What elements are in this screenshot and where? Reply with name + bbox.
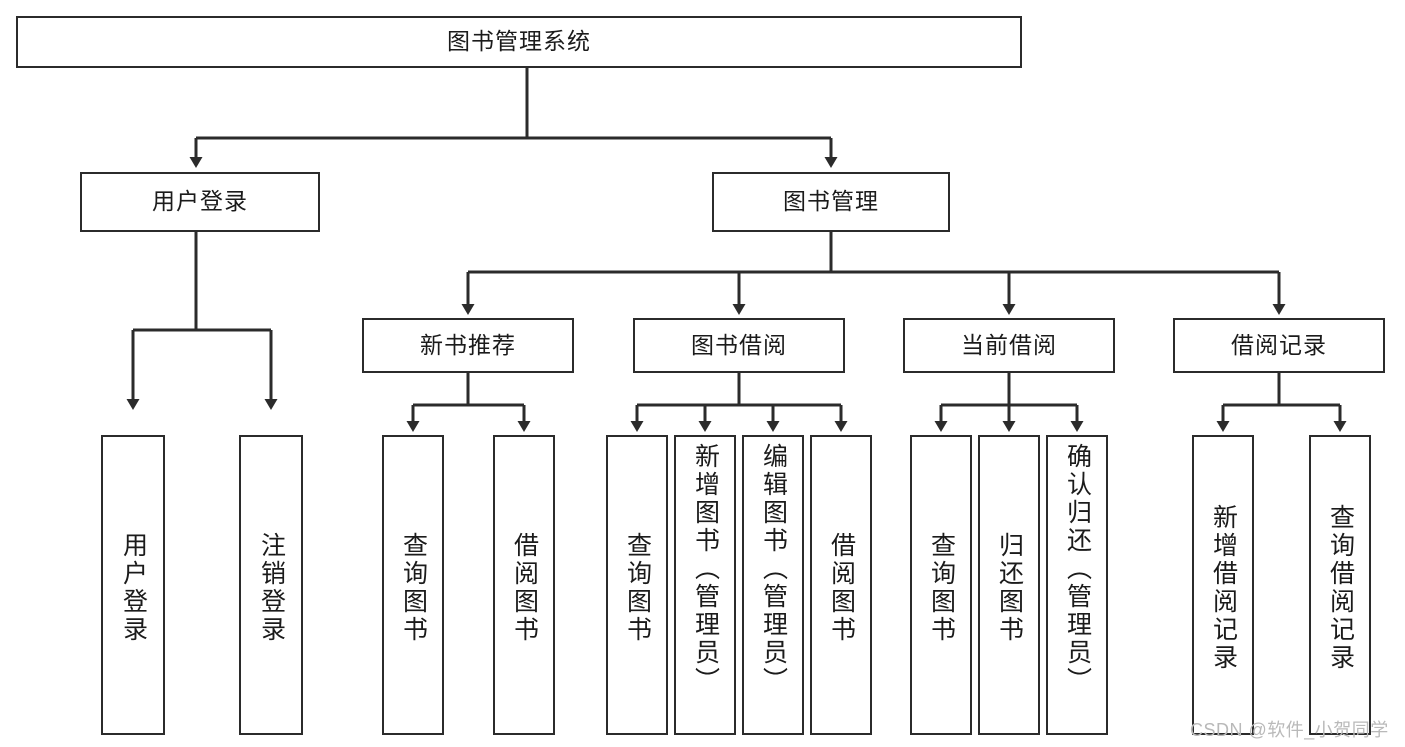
node-new-book-recommend[interactable]: 新书推荐 xyxy=(362,318,574,373)
node-leaf-add-borrow-record-label: 新增借阅记录 xyxy=(1209,504,1238,672)
node-leaf-query-borrow-record-label: 查询借阅记录 xyxy=(1326,504,1355,672)
node-root-book-management-system[interactable]: 图书管理系统 xyxy=(16,16,1022,68)
node-leaf-add-book-admin-label: 新增图书（管理员） xyxy=(691,443,720,695)
node-leaf-add-borrow-record[interactable]: 新增借阅记录 xyxy=(1192,435,1254,735)
node-book-management-label: 图书管理 xyxy=(783,188,879,215)
node-leaf-borrow-book-label: 借阅图书 xyxy=(827,532,856,644)
node-leaf-query-book-borrow[interactable]: 查询图书 xyxy=(606,435,668,735)
node-leaf-logout[interactable]: 注销登录 xyxy=(239,435,303,735)
node-leaf-query-book-recommend[interactable]: 查询图书 xyxy=(382,435,444,735)
node-leaf-confirm-return-admin-label: 确认归还（管理员） xyxy=(1063,443,1092,695)
node-borrow-record[interactable]: 借阅记录 xyxy=(1173,318,1385,373)
node-user-login-label: 用户登录 xyxy=(152,188,248,215)
node-leaf-borrow-book-recommend[interactable]: 借阅图书 xyxy=(493,435,555,735)
node-leaf-borrow-book-recommend-label: 借阅图书 xyxy=(510,532,539,644)
node-current-borrow[interactable]: 当前借阅 xyxy=(903,318,1115,373)
node-current-borrow-label: 当前借阅 xyxy=(961,331,1057,358)
node-leaf-query-book-current[interactable]: 查询图书 xyxy=(910,435,972,735)
node-leaf-confirm-return-admin[interactable]: 确认归还（管理员） xyxy=(1046,435,1108,735)
node-book-management[interactable]: 图书管理 xyxy=(712,172,950,232)
node-leaf-query-book-recommend-label: 查询图书 xyxy=(399,532,428,644)
node-leaf-query-book-borrow-label: 查询图书 xyxy=(623,532,652,644)
node-leaf-logout-label: 注销登录 xyxy=(257,532,286,644)
node-leaf-return-book[interactable]: 归还图书 xyxy=(978,435,1040,735)
node-leaf-edit-book-admin-label: 编辑图书（管理员） xyxy=(759,443,788,695)
node-book-borrow[interactable]: 图书借阅 xyxy=(633,318,845,373)
node-leaf-return-book-label: 归还图书 xyxy=(995,532,1024,644)
node-book-borrow-label: 图书借阅 xyxy=(691,331,787,358)
node-root-label: 图书管理系统 xyxy=(447,28,591,55)
node-leaf-user-login-label: 用户登录 xyxy=(119,532,148,644)
node-user-login[interactable]: 用户登录 xyxy=(80,172,320,232)
node-leaf-add-book-admin[interactable]: 新增图书（管理员） xyxy=(674,435,736,735)
node-borrow-record-label: 借阅记录 xyxy=(1231,331,1327,358)
node-leaf-edit-book-admin[interactable]: 编辑图书（管理员） xyxy=(742,435,804,735)
node-leaf-user-login[interactable]: 用户登录 xyxy=(101,435,165,735)
node-leaf-borrow-book[interactable]: 借阅图书 xyxy=(810,435,872,735)
node-new-book-recommend-label: 新书推荐 xyxy=(420,331,516,358)
node-leaf-query-book-current-label: 查询图书 xyxy=(927,532,956,644)
node-leaf-query-borrow-record[interactable]: 查询借阅记录 xyxy=(1309,435,1371,735)
